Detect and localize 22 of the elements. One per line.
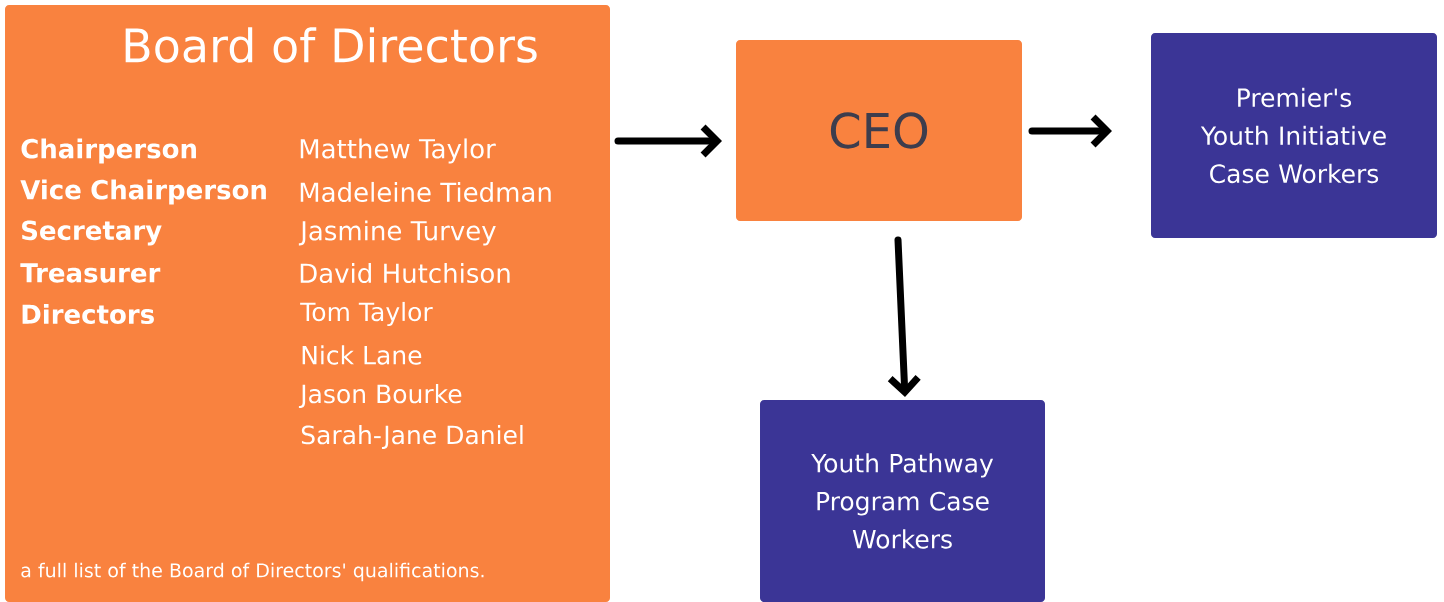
team-box: Youth Pathway Program Case Workers [760, 400, 1045, 602]
role-box: CEO [736, 40, 1022, 221]
role-label: Treasurer [20, 263, 161, 283]
member-name: David Hutchison [300, 262, 510, 284]
member-name: Madeleine Tiedman [300, 181, 551, 203]
role-label: Directors [22, 303, 154, 325]
arrow [1028, 114, 1112, 148]
board-title: Board of Directors [125, 27, 537, 63]
footnote: a full list of the Board of Directors' qualifications. [21, 562, 484, 582]
member-name: Nick Lane [302, 345, 422, 365]
arrow [614, 124, 722, 158]
member-name: Sarah-Jane Daniel [301, 425, 523, 449]
role-label: Secretary [22, 220, 162, 246]
team-box: Premier's Youth Initiative Case Workers [1151, 33, 1437, 238]
arrow [887, 236, 921, 397]
board-box [5, 5, 610, 602]
role-label: Vice Chairperson [20, 179, 266, 205]
member-name: Jason Bourke [298, 384, 462, 408]
member-name: Matthew Taylor [300, 138, 496, 164]
role-label: Chairperson [21, 138, 196, 164]
member-name: Jasmine Turvey [298, 220, 496, 246]
member-name: Tom Taylor [300, 301, 433, 327]
